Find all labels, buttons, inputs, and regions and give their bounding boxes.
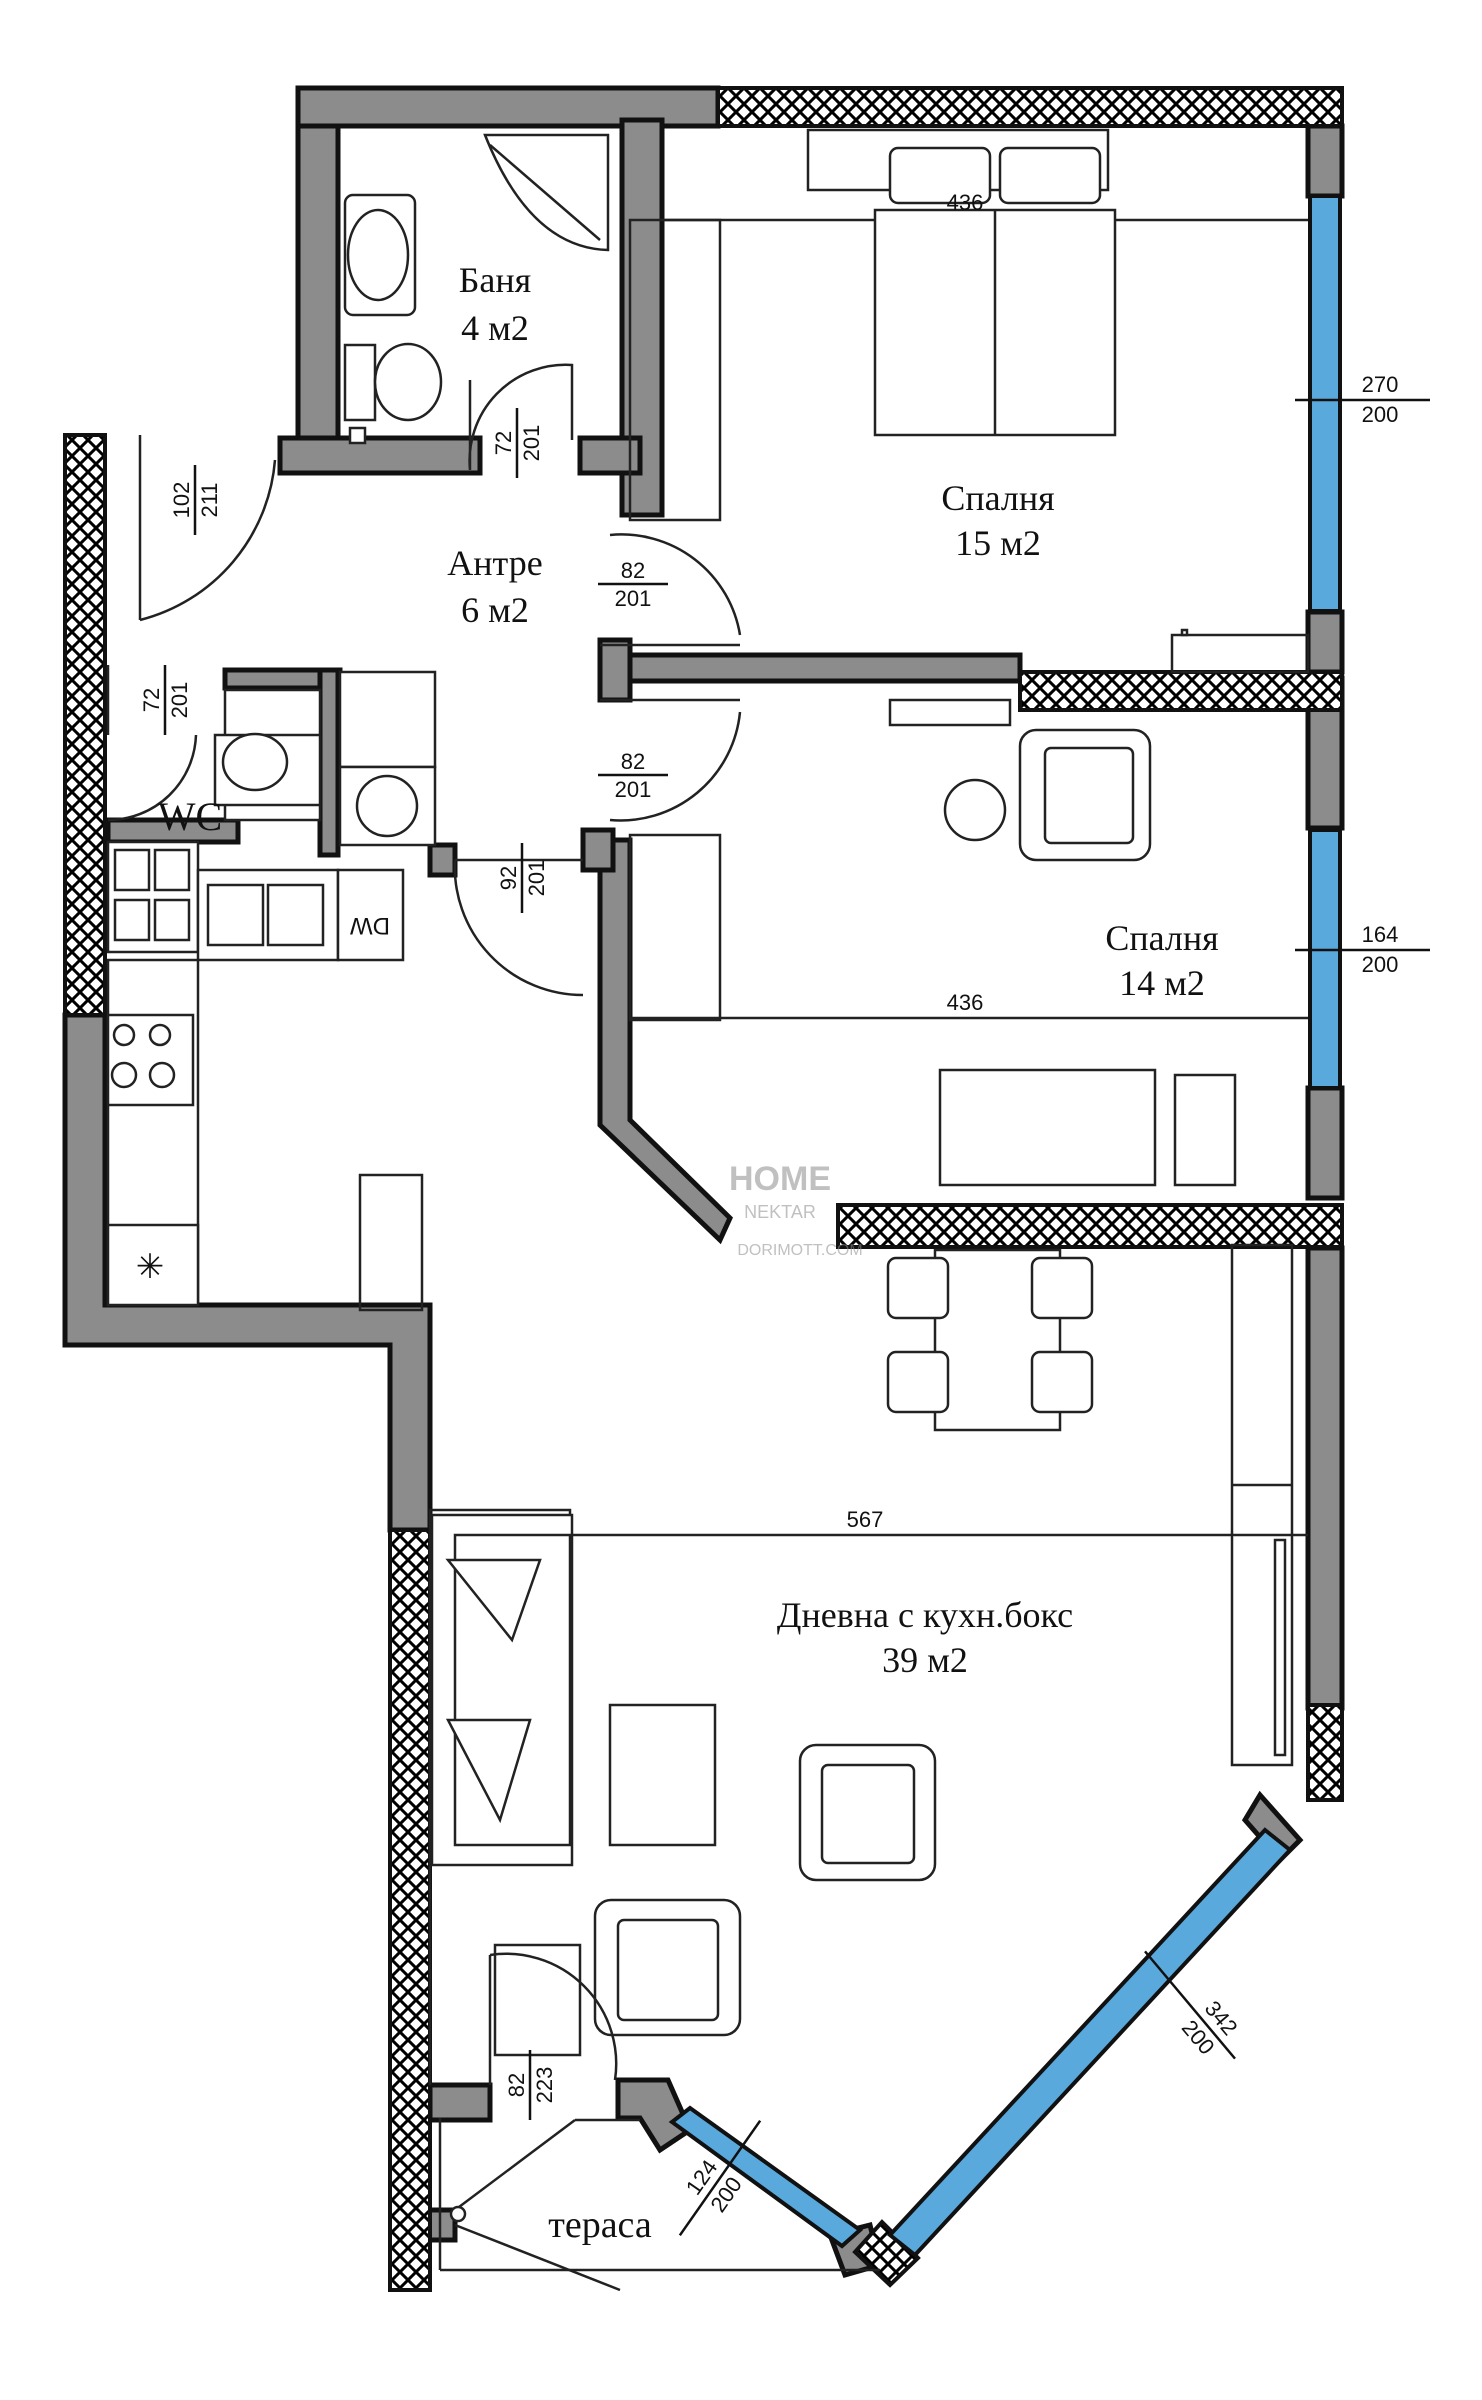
external-walls bbox=[63, 86, 1344, 2292]
bath-name: Баня bbox=[459, 260, 531, 300]
living-name: Дневна с кухн.бокс bbox=[777, 1595, 1073, 1635]
interior-lines bbox=[358, 128, 1310, 2292]
door-bed1-height: 201 bbox=[615, 586, 652, 611]
dining-set bbox=[886, 1248, 1094, 1432]
bath-area: 4 м2 bbox=[461, 308, 529, 348]
bed1-area: 15 м2 bbox=[955, 523, 1041, 563]
watermark: HOME NEKTAR DORIMOTT.COM bbox=[729, 1160, 863, 1259]
door-swings bbox=[106, 363, 742, 2085]
door-bed1-width: 82 bbox=[621, 558, 645, 583]
window-living bbox=[887, 1827, 1293, 2258]
window-bedroom-2 bbox=[1308, 828, 1342, 1090]
dimension-labels: 436 436 567 270 200 164 200 342 200 124 … bbox=[139, 190, 1430, 2237]
room-labels: Баня 4 м2 Антре 6 м2 WC Спалня 15 м2 Спа… bbox=[158, 260, 1219, 2246]
bed1-width: 436 bbox=[947, 190, 984, 215]
round-stool bbox=[943, 778, 1007, 842]
watermark-line2: NEKTAR bbox=[744, 1202, 816, 1222]
door-entry-width: 102 bbox=[169, 482, 194, 519]
window-bed2-height: 200 bbox=[1362, 952, 1399, 977]
coffee-table bbox=[608, 1703, 717, 1847]
bed2-width: 436 bbox=[947, 990, 984, 1015]
bedroom1-furniture bbox=[873, 146, 1189, 637]
single-bed bbox=[938, 1068, 1157, 1187]
wc-name: WC bbox=[158, 794, 222, 839]
door-living-height: 201 bbox=[524, 860, 549, 897]
door-terrace-height: 223 bbox=[532, 2067, 557, 2104]
terrace-name: тераса bbox=[548, 2204, 652, 2246]
door-bed2-height: 201 bbox=[615, 777, 652, 802]
window-terrace bbox=[668, 2105, 864, 2249]
door-terrace-width: 82 bbox=[504, 2073, 529, 2097]
watermark-line1: HOME bbox=[729, 1160, 831, 1198]
hall-name: Антре bbox=[447, 543, 542, 583]
sink-basin-left bbox=[206, 883, 265, 947]
window-bed1-width: 270 bbox=[1362, 372, 1399, 397]
door-bed2-width: 82 bbox=[621, 749, 645, 774]
bed1-name: Спалня bbox=[941, 478, 1054, 518]
dishwasher bbox=[336, 868, 405, 962]
fridge bbox=[106, 1223, 200, 1307]
living-area: 39 м2 bbox=[882, 1640, 968, 1680]
svg-text:✳: ✳ bbox=[136, 1248, 165, 1286]
sink-basin-right bbox=[266, 883, 325, 947]
kitchen: DW ✳ bbox=[106, 840, 405, 1307]
door-living-width: 92 bbox=[496, 866, 521, 890]
bedroom2-furniture bbox=[888, 698, 1237, 1187]
door-bath-height: 201 bbox=[519, 425, 544, 462]
washing-machine bbox=[355, 774, 419, 838]
window-bed1-height: 200 bbox=[1362, 402, 1399, 427]
toilet-wc bbox=[221, 732, 289, 792]
walls bbox=[62, 85, 1345, 2279]
watermark-line3: DORIMOTT.COM bbox=[737, 1242, 862, 1259]
door-bath-width: 72 bbox=[491, 431, 516, 455]
bathroom-fixtures bbox=[343, 133, 610, 445]
window-bed2-width: 164 bbox=[1362, 922, 1399, 947]
windows bbox=[668, 194, 1342, 2258]
bed2-area: 14 м2 bbox=[1119, 963, 1205, 1003]
window-bedroom-1 bbox=[1308, 194, 1342, 613]
living-width: 567 bbox=[847, 1507, 884, 1532]
door-entry-height: 211 bbox=[197, 482, 222, 517]
bed2-name: Спалня bbox=[1105, 918, 1218, 958]
wc-fixtures bbox=[213, 670, 437, 847]
sink bbox=[346, 208, 410, 302]
dishwasher-label: DW bbox=[350, 912, 390, 939]
hall-area: 6 м2 bbox=[461, 590, 529, 630]
door-wc-height: 201 bbox=[167, 682, 192, 719]
toilet-bath bbox=[373, 342, 443, 422]
living-furniture bbox=[430, 1513, 937, 2223]
door-wc-width: 72 bbox=[139, 688, 164, 712]
